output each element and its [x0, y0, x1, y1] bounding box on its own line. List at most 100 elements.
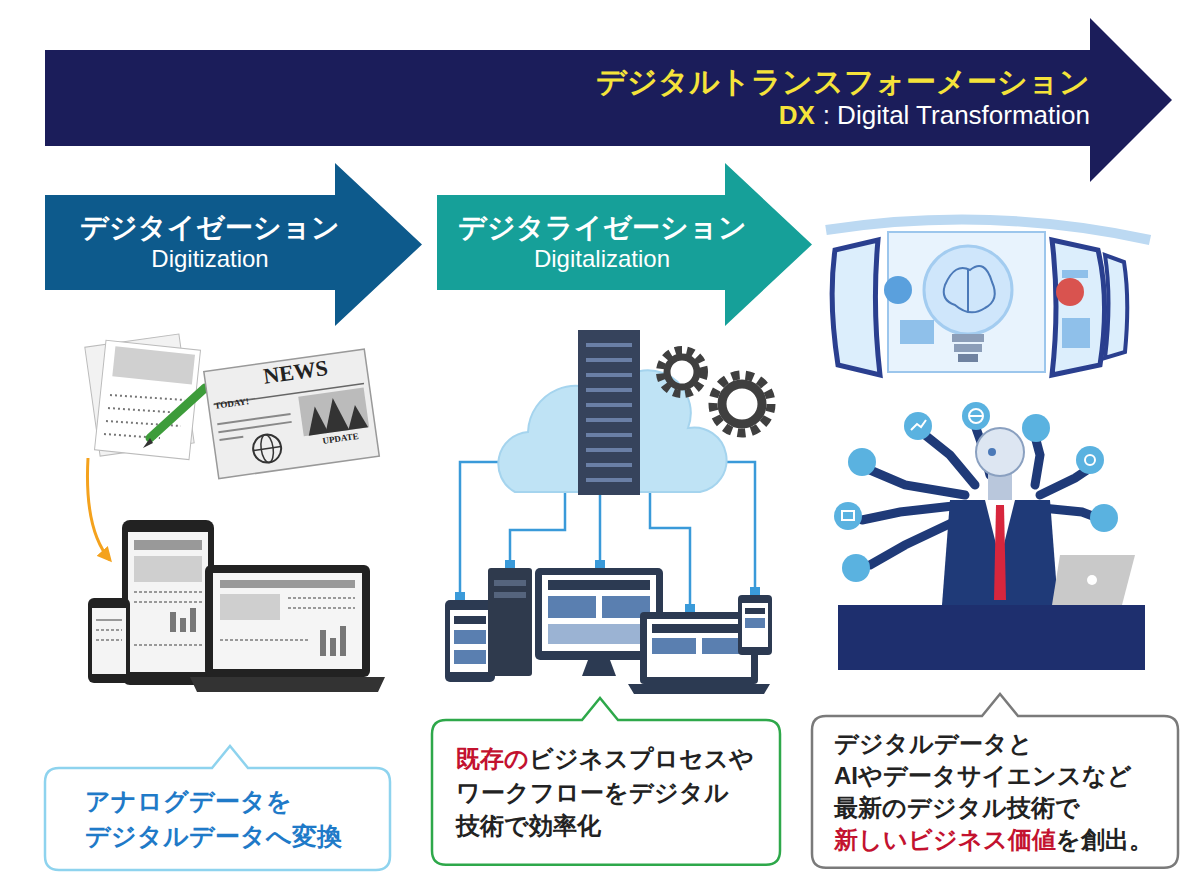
cloud-network-part [738, 595, 772, 655]
newspaper-part [220, 437, 244, 440]
digital-devices-part [134, 540, 202, 550]
cloud-network-part-part [586, 373, 632, 377]
cloud-network-part [742, 603, 768, 647]
arrow-shape [45, 163, 422, 326]
holographic-screens [826, 220, 1150, 375]
digital-devices-part [330, 638, 336, 656]
arrow-text-area: デジタライゼーションDigitalization [437, 195, 767, 290]
holographic-screens-part [832, 240, 880, 375]
digital-devices-part [96, 619, 122, 621]
cloud-network-part-part [586, 448, 632, 452]
cloud-network-part [652, 624, 746, 633]
newspaper-part [218, 422, 291, 432]
multi-armed-businessman-part-part [1040, 468, 1090, 495]
newspaper-part [251, 433, 283, 465]
paper-documents-part [112, 346, 195, 384]
text-line: アナログデータを デジタルデータへ変換 [85, 784, 372, 854]
digital-devices-part [190, 677, 385, 692]
newspaper-part [253, 447, 281, 451]
text-line: Digitization [151, 245, 268, 274]
paper-documents-part [143, 438, 153, 448]
orange-arrow [87, 458, 110, 560]
digital-devices-part [134, 556, 202, 582]
callout-text: アナログデータを デジタルデータへ変換 [85, 784, 372, 854]
paper-documents [85, 334, 205, 460]
cloud-network-part [445, 600, 495, 682]
callout-box: デジタルデータと AIやデータサイエンスなど 最新のデジタル技術で新しいビジネス… [812, 716, 1178, 868]
cloud-network-part-part [586, 478, 632, 482]
node-text: 既存の [456, 745, 529, 772]
multi-armed-businessman-part [976, 428, 1024, 476]
digital-devices-part [320, 630, 326, 656]
stage-arrow: デジタライゼーションDigitalization [437, 163, 812, 326]
callout-text: デジタルデータと AIやデータサイエンスなど 最新のデジタル技術で新しいビジネス… [834, 728, 1164, 856]
newspaper-part [305, 405, 329, 436]
digital-devices-part [180, 618, 186, 632]
text-line: 既存のビジネスプロセスや ワークフローをデジタル 技術で効率化 [456, 742, 760, 843]
cloud-network-part [652, 638, 696, 654]
multi-armed-businessman-part-part [842, 511, 854, 520]
callout-outline [45, 746, 390, 870]
holographic-screens-part [826, 220, 1150, 240]
digital-devices-part [134, 601, 202, 603]
dx-band-arrow: デジタルトランスフォーメーションDX: Digital Transformati… [45, 18, 1172, 182]
paper-documents-part [150, 388, 205, 438]
digital-devices-part [134, 591, 202, 593]
cloud-network-part [488, 568, 532, 676]
digital-devices-part [96, 639, 122, 641]
arrow-body [437, 163, 812, 326]
cloud-network-part [722, 384, 762, 424]
cloud-network-part [582, 660, 616, 676]
node-text: を創出。 [1056, 826, 1153, 853]
cloud-network-part-part [586, 403, 632, 407]
arrow-body [45, 18, 1172, 182]
text-line: デジタイゼーション [80, 211, 340, 245]
digital-devices-part [288, 597, 355, 599]
node-text: アナログデータを デジタルデータへ変換 [85, 787, 342, 850]
cloud-network-part [494, 580, 526, 586]
arrow-shape [45, 18, 1172, 182]
digital-devices-part [88, 598, 130, 683]
digital-devices-part [122, 520, 214, 685]
multi-armed-businessman-part-part [1090, 504, 1118, 532]
holographic-screens-part [1052, 240, 1105, 375]
newspaper-part [204, 349, 379, 478]
holographic-screens-part [884, 276, 912, 304]
cloud-network-part [628, 684, 770, 694]
cloud-network-part [745, 608, 765, 614]
callout-outline [432, 698, 780, 865]
multi-armed-businessman-part-part [870, 470, 965, 495]
newspaper-part [298, 388, 369, 437]
cloud-network-part-part [586, 358, 632, 362]
cloud-network-part-part [505, 560, 515, 568]
text-line: デジタライゼーション [458, 211, 747, 245]
multi-armed-businessman-part-part [1022, 414, 1050, 442]
holographic-screens-part [1056, 278, 1084, 306]
holographic-screens-part [1062, 270, 1088, 278]
cloud-network-part-part [586, 388, 632, 392]
callout-text: 既存のビジネスプロセスや ワークフローをデジタル 技術で効率化 [456, 742, 760, 843]
holographic-screens-part-part [967, 270, 969, 312]
multi-armed-businessman-part [1052, 555, 1135, 605]
node-text: デジタルデータと AIやデータサイエンスなど 最新のデジタル技術で [834, 730, 1132, 821]
digital-devices-part [134, 644, 202, 646]
digital-devices-part [340, 626, 346, 656]
arrow-shape [437, 163, 812, 326]
digital-devices-part [92, 608, 126, 674]
node-text: : Digital Transformation [823, 100, 1090, 130]
callout-outline [812, 694, 1178, 868]
cloud-network-part-part [586, 418, 632, 422]
cloud-network-part [548, 580, 650, 590]
digital-devices-part [220, 594, 280, 620]
cloud-network-part [548, 624, 650, 644]
multi-armed-businessman-part-part [969, 409, 983, 423]
callout-box: アナログデータを デジタルデータへ変換 [45, 768, 390, 870]
text-line: 新しいビジネス価値を創出。 [834, 824, 1164, 856]
holographic-screens-part [944, 266, 995, 312]
multi-armed-businessman-part [994, 505, 1006, 600]
cloud-network-part-part [586, 463, 632, 467]
cloud-network-part [454, 616, 486, 624]
multi-armed-businessman-part-part [1076, 446, 1104, 474]
multi-armed-businessman-part-part [862, 505, 962, 520]
newspaper-part [345, 404, 368, 431]
